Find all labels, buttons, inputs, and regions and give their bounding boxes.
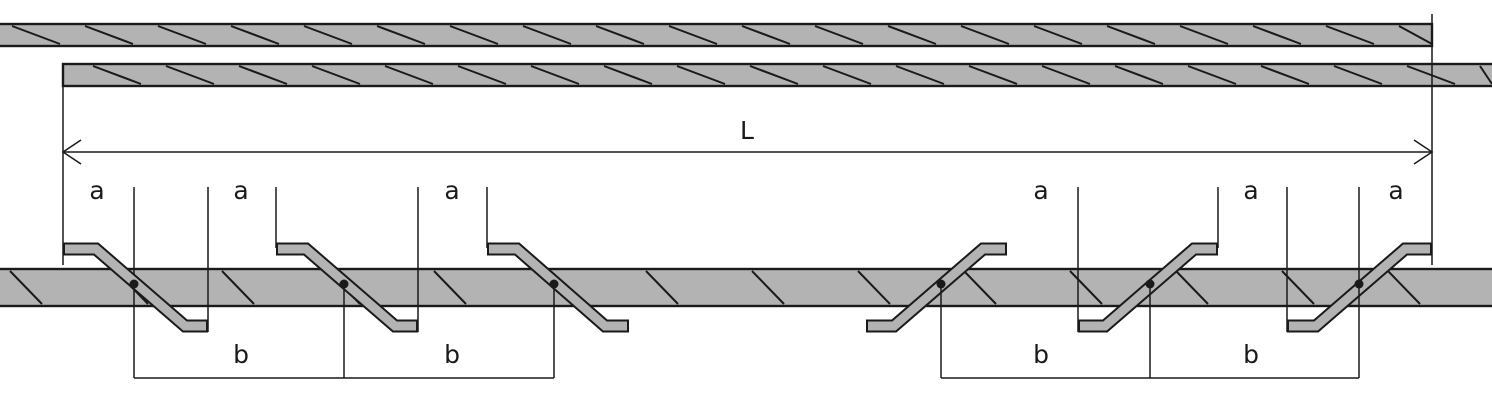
a-label: a: [1388, 176, 1403, 205]
bar-rib: [1387, 270, 1421, 305]
bar-rib: [384, 65, 434, 85]
bar-rib: [1114, 65, 1164, 85]
bar-rib: [92, 65, 142, 85]
bar-rib: [522, 25, 572, 45]
a-label: a: [89, 176, 104, 205]
a-labels: a a a a a a: [89, 176, 1403, 205]
b-label: b: [444, 340, 460, 369]
bar-rib: [1187, 65, 1237, 85]
bar-rib: [1260, 65, 1310, 85]
bar-rib: [676, 65, 726, 85]
bar-rib: [530, 65, 580, 85]
bar-rib: [857, 270, 891, 305]
bar-rib: [814, 25, 864, 45]
bar-rib: [960, 25, 1010, 45]
a-label: a: [1243, 176, 1258, 205]
clip-1: [63, 242, 208, 333]
a-extension-lines: [133, 187, 1360, 332]
bar-rib: [1041, 65, 1091, 85]
length-dimension: L: [61, 14, 1434, 265]
bar-rib: [376, 25, 426, 45]
b-label: b: [1243, 340, 1259, 369]
bar-rib: [1333, 65, 1383, 85]
bar-rib: [311, 65, 361, 85]
bar-rib: [751, 270, 785, 305]
bar-rib: [238, 65, 288, 85]
a-label: a: [444, 176, 459, 205]
bar-rib: [230, 25, 280, 45]
bar-rib: [457, 65, 507, 85]
bar-rib: [1252, 25, 1302, 45]
bar-rib: [741, 25, 791, 45]
bar-rib: [1069, 270, 1103, 305]
bar-rib: [221, 270, 255, 305]
bar-rib: [1033, 25, 1083, 45]
b-dimensions: [133, 284, 1360, 379]
bar-rib: [157, 25, 207, 45]
bar-rib: [1398, 25, 1433, 45]
right-arrowhead: [1413, 139, 1434, 165]
bar-rib: [1179, 25, 1229, 45]
bar-rib: [1175, 270, 1209, 305]
bar-rib: [84, 25, 134, 45]
b-labels: b b b b: [233, 340, 1259, 369]
bar-rib: [895, 65, 945, 85]
bar-rib: [303, 25, 353, 45]
a-label: a: [1033, 176, 1048, 205]
bar-rib: [9, 270, 43, 305]
lower-bar: [0, 267, 1492, 308]
bar-rib: [603, 65, 653, 85]
clip-2: [276, 242, 418, 333]
a-label: a: [233, 176, 248, 205]
b-label: b: [233, 340, 249, 369]
bar-rib: [1325, 25, 1375, 45]
bar-rib: [1106, 25, 1156, 45]
bar-rib: [11, 25, 61, 45]
b-label: b: [1033, 340, 1049, 369]
connection-dots: [129, 279, 1364, 289]
left-arrowhead: [61, 139, 82, 165]
upper-bar-2: [61, 62, 1492, 88]
bar-rib: [645, 270, 679, 305]
bar-rib: [165, 65, 215, 85]
bar-rib: [822, 65, 872, 85]
clip-3: [487, 242, 629, 333]
bar-rib: [449, 25, 499, 45]
upper-bar-1: [0, 22, 1434, 48]
bar-rib: [963, 270, 997, 305]
bar-rib: [1406, 65, 1456, 85]
bar-rib: [668, 25, 718, 45]
bar-rib: [887, 25, 937, 45]
length-label: L: [740, 116, 754, 145]
bar-rib: [749, 65, 799, 85]
bar-rib: [595, 25, 645, 45]
bar-rib: [433, 270, 467, 305]
bar-rib: [1479, 65, 1492, 85]
bar-rib: [968, 65, 1018, 85]
